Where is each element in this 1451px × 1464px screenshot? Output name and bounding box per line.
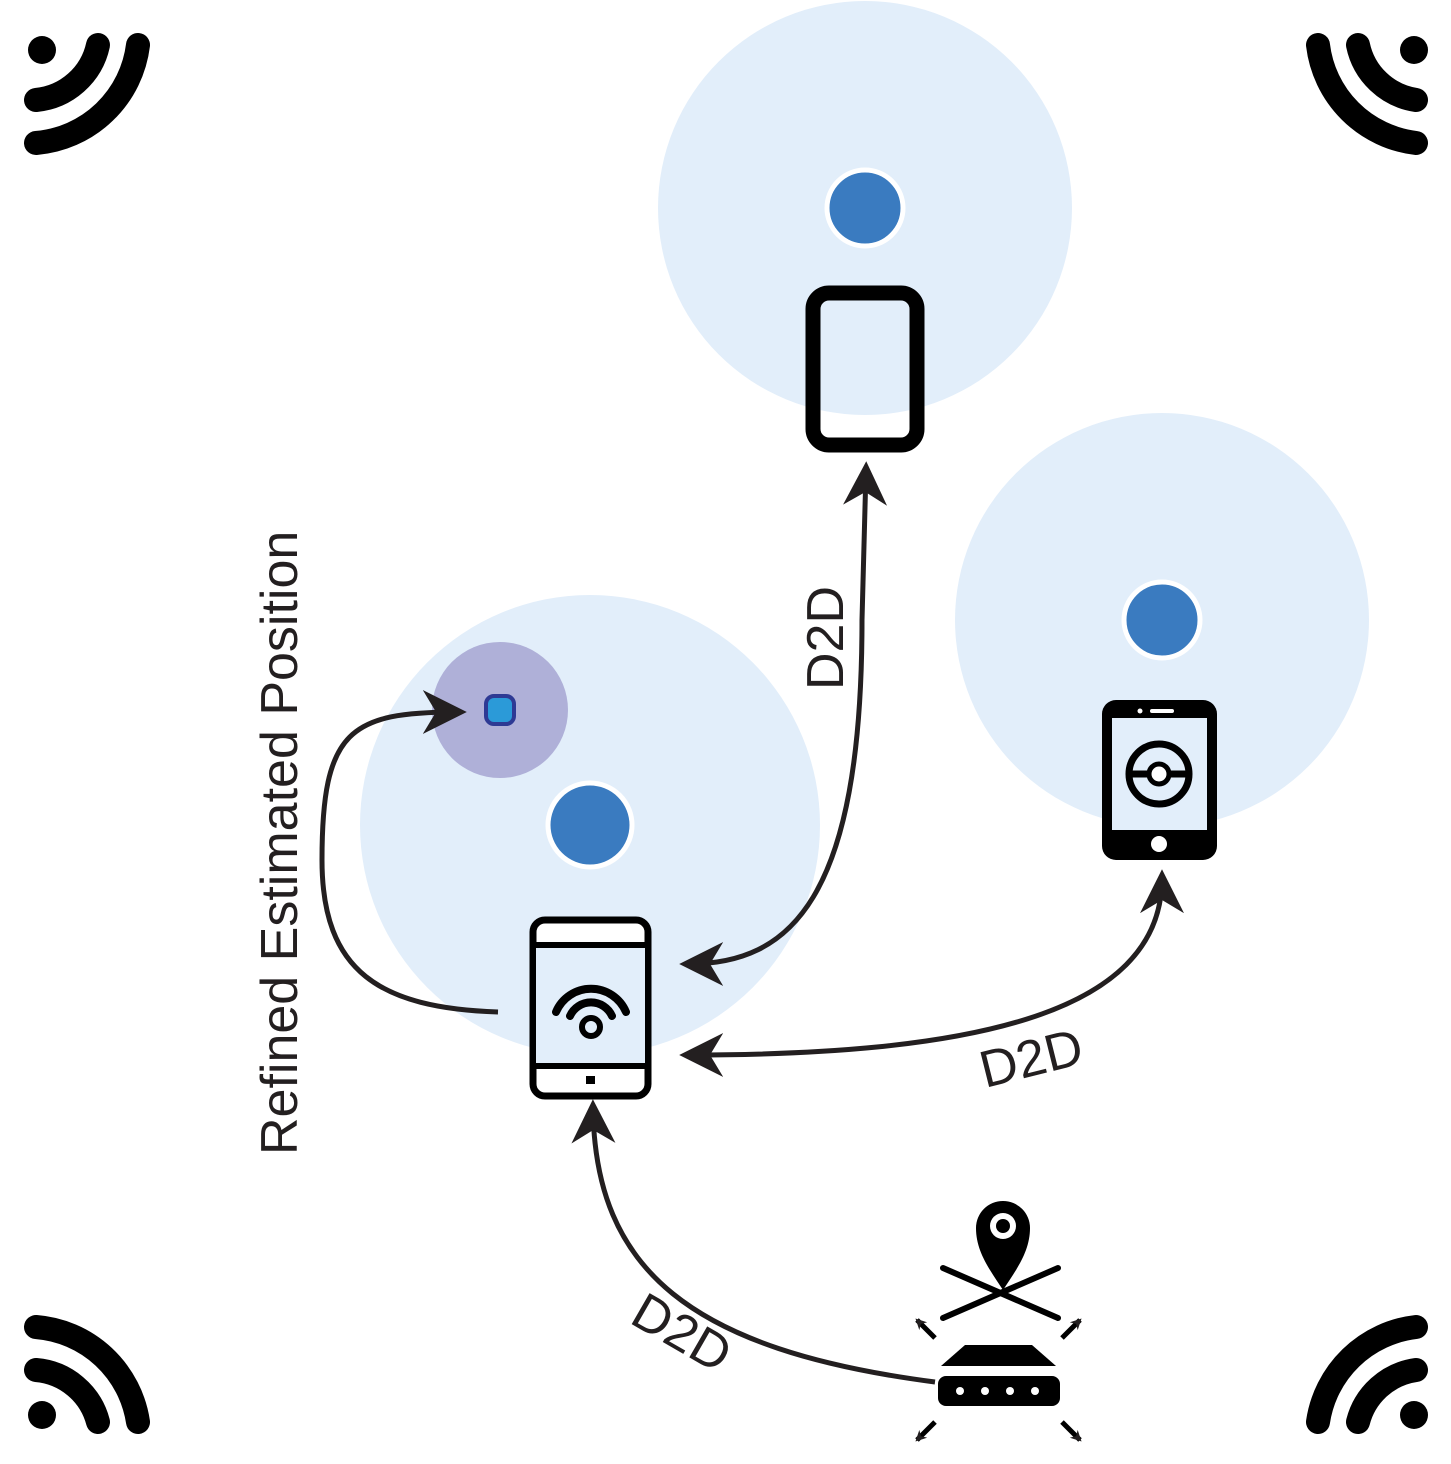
anchor-dot-center	[545, 780, 635, 870]
refined-position-marker	[484, 694, 516, 726]
phone-wifi-icon	[529, 916, 652, 1100]
wifi-signal-icon-bottom-right	[1306, 1315, 1428, 1434]
d2d-label-top: D2D	[797, 586, 855, 690]
d2d-link-bottom	[571, 1099, 936, 1385]
d2d-link-right	[679, 869, 1184, 1077]
smartphone-icon	[1102, 700, 1217, 860]
wifi-signal-icon-bottom-left	[24, 1315, 150, 1434]
anchor-dot-right	[1121, 579, 1203, 661]
refined-position-label: Refined Estimated Position	[251, 531, 309, 1155]
wifi-signal-icon-top-right	[1306, 33, 1428, 155]
router-icon	[915, 1318, 1082, 1442]
arrow-to-refined-position	[319, 690, 499, 1015]
anchor-dot-top	[824, 167, 906, 249]
location-pin-icon	[940, 1201, 1061, 1321]
tablet-icon	[805, 285, 925, 453]
wifi-signal-icon-top-left	[24, 33, 150, 155]
